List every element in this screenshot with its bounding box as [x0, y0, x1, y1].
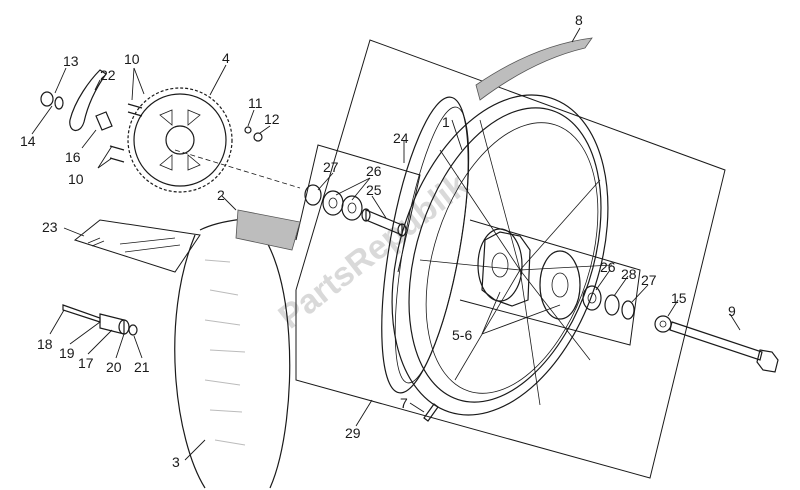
- wheel-hub: [477, 228, 581, 320]
- callout-25: 25: [366, 182, 382, 198]
- wheel-assembly-frame: [295, 39, 726, 479]
- callout-3: 3: [172, 454, 180, 470]
- assembly-axis-line: [174, 149, 301, 189]
- callout-27-right: 27: [641, 272, 657, 288]
- callout-5-6: 5-6: [452, 327, 472, 343]
- callout-7: 7: [400, 395, 408, 411]
- rim-band: [235, 209, 301, 251]
- wheel-rim: [381, 94, 609, 416]
- callout-11: 11: [248, 95, 263, 111]
- callout-15: 15: [671, 290, 687, 306]
- bearings-left: [304, 184, 363, 221]
- rim-strip: [475, 37, 593, 101]
- callout-1: 1: [442, 114, 450, 130]
- callout-29: 29: [345, 425, 361, 441]
- callout-9: 9: [728, 303, 736, 319]
- callout-16: 16: [65, 149, 81, 165]
- callout-21: 21: [134, 359, 150, 375]
- callout-20: 20: [106, 359, 122, 375]
- sprocket-carrier-parts: [40, 69, 263, 163]
- callout-13: 13: [63, 53, 79, 69]
- callout-18: 18: [37, 336, 53, 352]
- rear-sprocket: [127, 87, 233, 193]
- callout-26-left: 26: [366, 163, 382, 179]
- callout-26-right: 26: [600, 259, 616, 275]
- chain-adjuster-bolt-group: [62, 304, 138, 336]
- axle-group: [654, 315, 779, 373]
- callout-28: 28: [621, 266, 637, 282]
- callout-23: 23: [42, 219, 58, 235]
- valve: [423, 403, 439, 422]
- leader-lines: [31, 27, 741, 461]
- callout-14: 14: [20, 133, 36, 149]
- callout-10-top: 10: [124, 51, 140, 67]
- callout-22: 22: [100, 67, 116, 83]
- callout-2: 2: [217, 187, 225, 203]
- callout-12: 12: [264, 111, 280, 127]
- callout-10-bottom: 10: [68, 171, 84, 187]
- hub-spacer: [361, 208, 407, 237]
- callout-24: 24: [393, 130, 409, 146]
- callout-17: 17: [78, 355, 94, 371]
- callout-19: 19: [59, 345, 75, 361]
- callout-8: 8: [575, 12, 583, 28]
- hub-group-frame: [295, 144, 641, 346]
- bearings-right: [582, 285, 635, 320]
- callout-4: 4: [222, 50, 230, 66]
- spokes: [419, 119, 613, 406]
- callout-27-left: 27: [323, 159, 339, 175]
- tire: [174, 209, 301, 489]
- hardware-kit-panel: [73, 219, 201, 273]
- callout-labels: 8 1 24 27 26 25 26 28 27 15 9 5-6 7 29 4…: [20, 12, 736, 470]
